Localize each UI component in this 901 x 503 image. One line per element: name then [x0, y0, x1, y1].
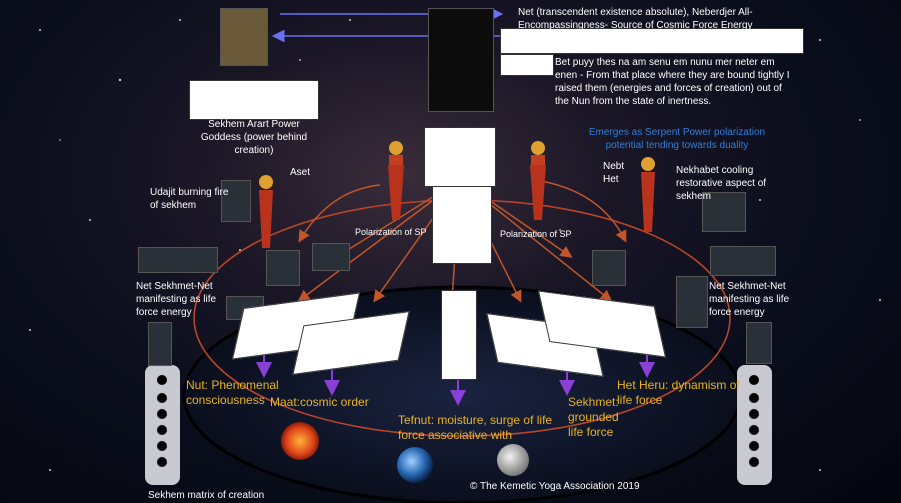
- nut-text: Nut: Phenomenal consciousness: [186, 378, 279, 407]
- hieroglyph-tile-right-3: [676, 276, 708, 328]
- nebt-het-text: Nebt Het: [603, 161, 625, 185]
- het-heru-text: Het Heru: dynamism of life force: [617, 378, 740, 407]
- seated-goddess-image: [432, 186, 492, 264]
- hieroglyph-tile-right-2: [710, 246, 776, 276]
- hieroglyph-tile-left-5: [148, 322, 172, 366]
- left-statue: [145, 365, 180, 485]
- hieroglyph-sekhem-arart: [189, 80, 319, 120]
- hieroglyph-tile-right-1: [592, 250, 626, 286]
- emerges-text: Emerges as Serpent Power polarization po…: [588, 127, 766, 151]
- tefnut-text: Tefnut: moisture, surge of life force as…: [398, 413, 553, 442]
- sun-icon: [281, 422, 319, 460]
- goddess-aset: [388, 141, 404, 220]
- polarization-right-text: Polarization of SP: [500, 229, 572, 239]
- goddess-nebt-het: [530, 141, 546, 220]
- hieroglyph-top-left-image: [220, 8, 268, 66]
- goddess-nekhabet: [641, 157, 655, 232]
- maat-text: Maat:cosmic order: [270, 395, 369, 409]
- tefnut-figure-card: [441, 290, 477, 380]
- sekhmet-text: Sekhmet: grounded life force: [568, 395, 619, 439]
- moon-icon: [497, 444, 529, 476]
- hieroglyph-tile-right-4: [746, 322, 772, 364]
- bet-puyy-text: Bet puyy thes na am senu em nunu mer net…: [555, 57, 790, 107]
- sekhmet-net-right-text: Net Sekhmet-Net manifesting as life forc…: [709, 281, 790, 318]
- copyright-text: © The Kemetic Yoga Association 2019: [470, 481, 640, 492]
- net-title-text: Net (transcendent existence absolute), N…: [518, 7, 753, 31]
- hieroglyph-tile-left-2: [266, 250, 300, 286]
- sekhem-arart-text: Sekhem Arart Power Goddess (power behind…: [200, 119, 308, 156]
- right-statue: [737, 365, 772, 485]
- hieroglyph-tile-left-1: [138, 247, 218, 273]
- polarization-left-text: Polarization of SP: [355, 227, 427, 237]
- hieroglyph-strip-1: [500, 28, 804, 54]
- sekhmet-net-left-text: Net Sekhmet-Net manifesting as life forc…: [136, 281, 217, 318]
- net-figure-image: [428, 8, 494, 112]
- vulture-image: [702, 192, 746, 232]
- nekhabet-text: Nekhabet cooling restorative aspect of s…: [676, 165, 767, 202]
- udajit-text: Udajit burning fire of sekhem: [150, 187, 229, 211]
- earth-icon: [397, 447, 433, 483]
- goddess-udajit: [259, 175, 273, 248]
- winged-serpent-image: [424, 127, 496, 187]
- aset-text: Aset: [290, 167, 311, 178]
- matrix-text: Sekhem matrix of creation: [148, 490, 265, 501]
- hieroglyph-tile-left-3: [312, 243, 350, 271]
- cobra-image: [221, 180, 251, 222]
- hieroglyph-strip-2: [500, 54, 554, 76]
